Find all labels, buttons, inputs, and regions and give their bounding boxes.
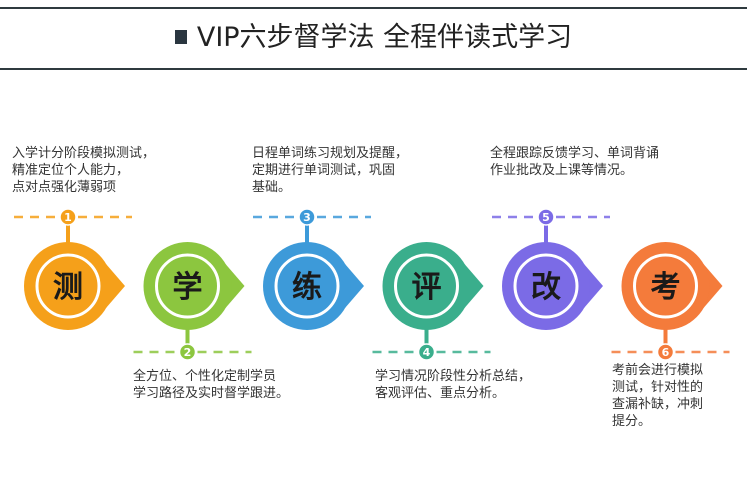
step-3-description: 日程单词练习规划及提醒， 定期进行单词测试，巩固 基础。 — [252, 146, 409, 195]
header-bottom-divider — [0, 68, 747, 70]
step-char-2: 学 — [173, 270, 203, 305]
step-char-1: 测 — [53, 270, 83, 305]
pointer-2 — [225, 264, 245, 308]
pointer-5 — [584, 264, 603, 308]
step-2-description: 全方位、个性化定制学员 学习路径及实时督学跟进。 — [133, 369, 290, 401]
pointer-6 — [703, 264, 723, 308]
number-badge-4 — [417, 343, 436, 361]
number-badge-3 — [298, 208, 316, 226]
step-1-description: 入学计分阶段模拟测试， 精准定位个人能力， 点对点强化薄弱项 — [12, 146, 156, 195]
number-badge-5 — [537, 208, 555, 226]
number-text-4: 4 — [423, 346, 431, 359]
step-5-description: 全程跟踪反馈学习、单词背诵 作业批改及上课等情况。 — [490, 146, 660, 178]
pointer-1 — [106, 264, 125, 308]
square-bullet-icon — [174, 30, 187, 44]
pointer-4 — [464, 264, 484, 308]
number-text-2: 2 — [184, 346, 192, 359]
step-ring-4 — [394, 253, 459, 319]
step-ring-5 — [513, 253, 579, 319]
pointer-3 — [345, 264, 364, 308]
number-text-6: 6 — [662, 346, 670, 359]
step-char-3: 练 — [292, 270, 322, 305]
number-badge-2 — [178, 343, 197, 361]
number-text-3: 3 — [303, 211, 311, 224]
step-char-6: 考 — [651, 270, 681, 305]
page-title-text: VIP六步督学法 全程伴读式学习 — [196, 22, 573, 53]
step-ring-2 — [155, 253, 220, 319]
step-ring-3 — [274, 253, 340, 319]
number-badge-6 — [656, 343, 675, 361]
header-top-divider — [0, 7, 747, 9]
step-ring-1 — [35, 253, 101, 319]
page-title: VIP六步督学法 全程伴读式学习 — [0, 18, 747, 58]
step-char-5: 改 — [531, 270, 561, 305]
step-4-description: 学习情况阶段性分析总结， 客观评估、重点分析。 — [375, 369, 532, 401]
number-text-1: 1 — [64, 211, 72, 224]
step-6-description: 考前会进行模拟 测试，针对性的 查漏补缺，冲刺 提分。 — [612, 363, 704, 429]
step-char-4: 评 — [412, 270, 442, 305]
step-ring-6 — [633, 253, 698, 319]
number-badge-1 — [59, 208, 77, 226]
number-text-5: 5 — [542, 211, 550, 224]
